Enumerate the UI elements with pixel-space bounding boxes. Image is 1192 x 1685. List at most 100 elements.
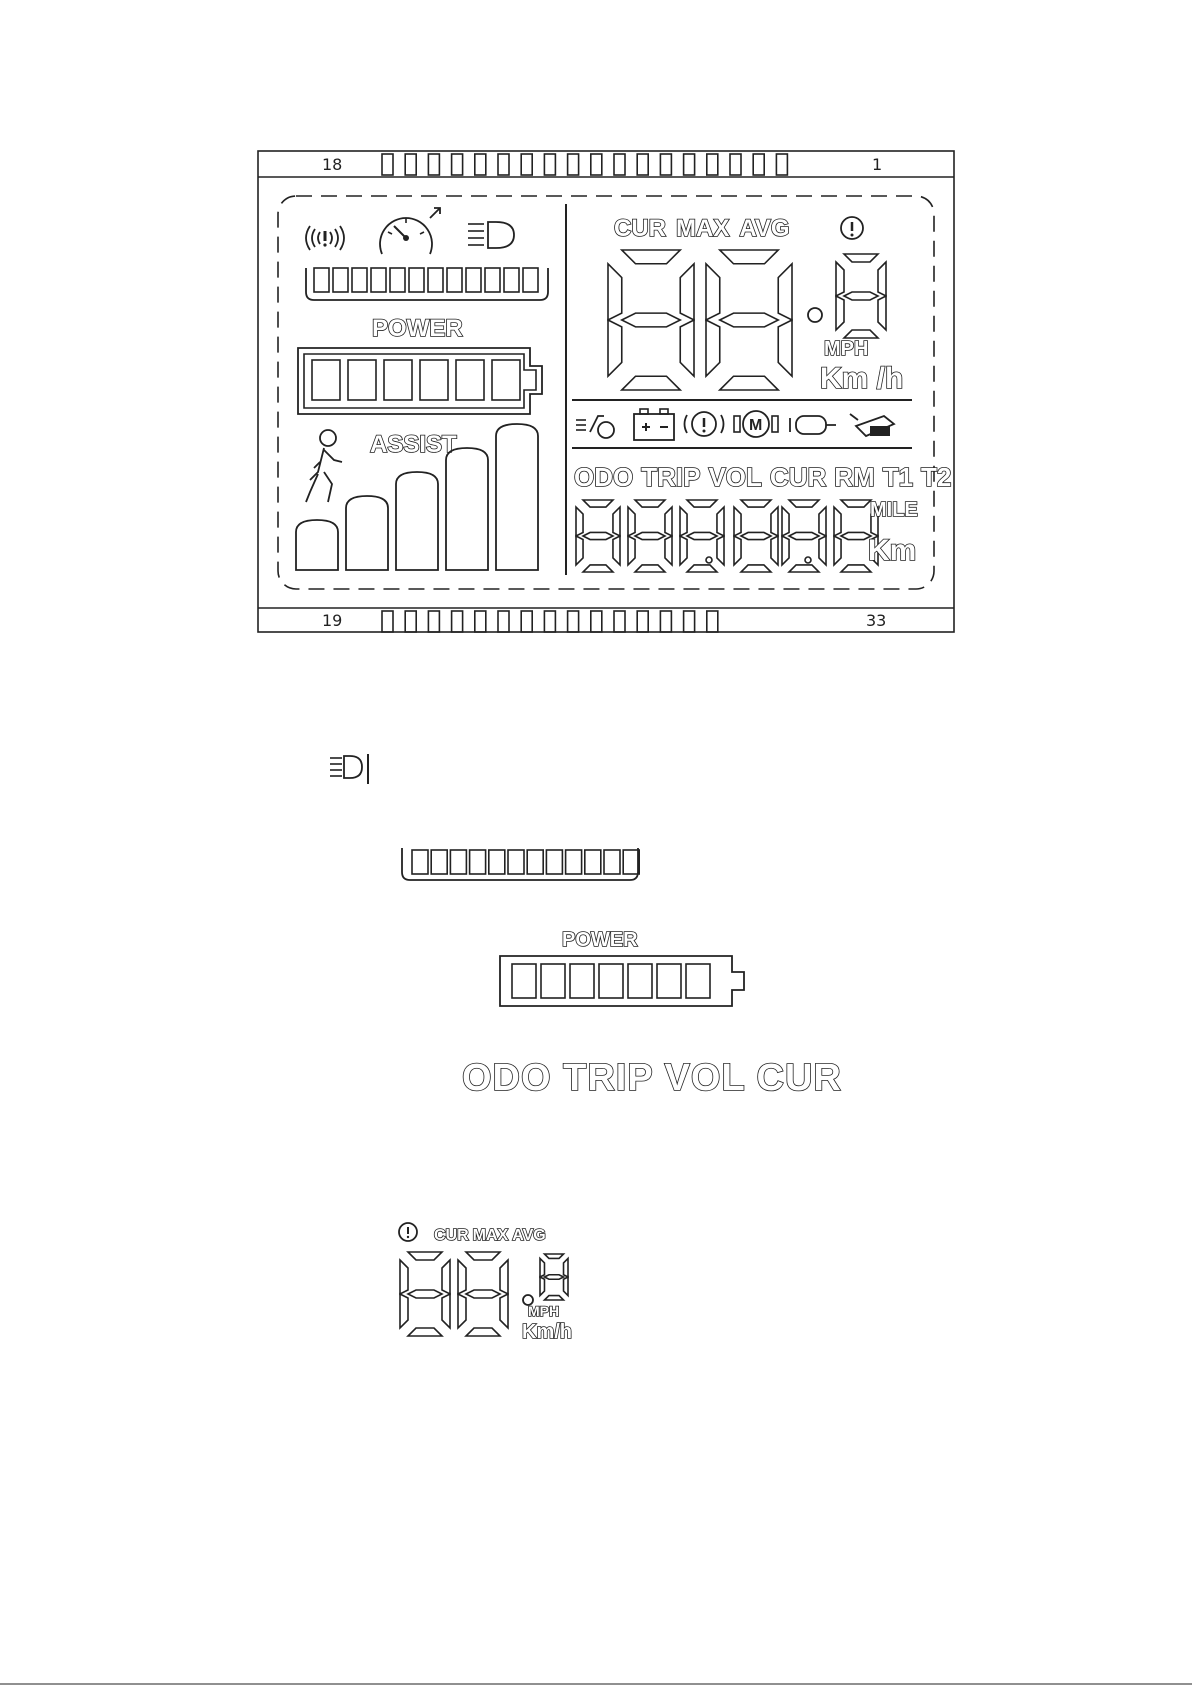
detail-battery-segment xyxy=(541,964,565,998)
odo-digit-segment xyxy=(687,532,717,539)
detail-power-label: POWER xyxy=(562,929,638,951)
top-pin xyxy=(660,154,671,175)
odo-digit-segment xyxy=(665,507,672,536)
power-bar-segment xyxy=(371,268,386,292)
unit-km: Km xyxy=(868,534,916,567)
top-pin xyxy=(776,154,787,175)
detail-speed-tenths-digit-segment xyxy=(544,1254,563,1258)
speed-tenths-digit-segment xyxy=(836,262,844,296)
assist-level-bar xyxy=(396,472,438,570)
power-bar-segment xyxy=(428,268,443,292)
odo-digit-segment xyxy=(717,507,724,536)
bottom-pin xyxy=(475,611,486,632)
unit-mile: MILE xyxy=(870,499,918,521)
brake-warning-icon xyxy=(685,412,724,436)
odo-digit-segment xyxy=(741,532,771,539)
power-bar-segment xyxy=(447,268,462,292)
detail-power-bar-segment xyxy=(489,850,505,874)
detail-battery-segment xyxy=(686,964,710,998)
bottom-pin xyxy=(544,611,555,632)
odo-digit-segment xyxy=(576,536,583,565)
detail-speed-digit-segment xyxy=(458,1260,466,1294)
signal-icon xyxy=(306,226,344,250)
speed-digit-segment xyxy=(680,264,694,320)
battery-segment xyxy=(348,360,376,400)
odo-digit-segment xyxy=(576,507,583,536)
bottom-pin xyxy=(521,611,532,632)
odo-mode-label: ODO xyxy=(574,462,633,492)
speed-tenths-digit-segment xyxy=(878,296,886,330)
battery-icon xyxy=(298,348,542,414)
throttle-icon xyxy=(790,416,836,434)
assist-label: ASSIST xyxy=(370,431,457,458)
bottom-pin xyxy=(684,611,695,632)
odo-digit-segment xyxy=(841,565,871,572)
speed-digit-segment xyxy=(720,250,778,264)
power-bar-frame xyxy=(306,268,548,300)
svg-text:M: M xyxy=(749,417,762,434)
detail-power-bar-segment xyxy=(546,850,562,874)
pin-label-33: 33 xyxy=(866,611,886,630)
pin-label-1: 1 xyxy=(872,155,882,174)
speed-mode-label: CUR xyxy=(614,215,666,242)
battery-segments xyxy=(312,360,520,400)
top-pin-row xyxy=(382,154,787,175)
detail-battery-segment xyxy=(657,964,681,998)
detail-odo-modes: ODO TRIP VOL CUR xyxy=(462,1057,842,1099)
pin-label-19: 19 xyxy=(322,611,342,630)
battery-segment xyxy=(420,360,448,400)
odo-digit-segment xyxy=(717,536,724,565)
odo-digit-segment xyxy=(687,565,717,572)
detail-unit-mph: MPH xyxy=(528,1303,559,1319)
detail-unit-kmh: Km/h xyxy=(522,1321,572,1343)
detail-battery-segment xyxy=(599,964,623,998)
odo-digit-segment xyxy=(680,536,687,565)
bottom-pin-row xyxy=(382,611,718,632)
power-bar-segment xyxy=(390,268,405,292)
speed-digit-segment xyxy=(778,264,792,320)
odo-digit-segment xyxy=(771,536,778,565)
detail-speed-tenths-digit-segment xyxy=(564,1277,568,1296)
detail-speed-digit-segment xyxy=(408,1328,442,1336)
speed-digit-segment xyxy=(706,264,720,320)
bottom-pin xyxy=(568,611,579,632)
detail-speed-digit-segment xyxy=(458,1294,466,1328)
motor-icon: M xyxy=(734,411,778,437)
odo-digit-segment xyxy=(635,565,665,572)
detail-power-bar xyxy=(402,848,639,880)
lcd-main-panel: 18 1 19 33 xyxy=(258,151,954,632)
detail-power-bar-segment xyxy=(604,850,620,874)
odo-digit-segment xyxy=(819,507,826,536)
odo-mode-label: CUR xyxy=(770,462,827,492)
detail-speed-mode-label: AVG xyxy=(512,1227,545,1244)
speed-digit-segment xyxy=(608,264,622,320)
bottom-pin xyxy=(591,611,602,632)
top-pin xyxy=(568,154,579,175)
speed-digit-segment xyxy=(706,320,720,376)
power-bar-segment xyxy=(466,268,481,292)
odo-digit-segment xyxy=(734,507,741,536)
odo-digit-segment xyxy=(841,532,871,539)
assist-level-bar xyxy=(346,496,388,570)
odo-digit-segment xyxy=(734,536,741,565)
speed-tenths-digit-segment xyxy=(844,254,878,262)
power-bar-segments xyxy=(314,268,538,292)
odo-digit-segment xyxy=(834,507,841,536)
odo-digit-segment xyxy=(635,500,665,507)
top-pin xyxy=(405,154,416,175)
odo-digit-segment xyxy=(628,507,635,536)
detail-speed-digit-segment xyxy=(442,1294,450,1328)
detail-speed-mode-label: MAX xyxy=(473,1227,509,1244)
detail-battery-segments xyxy=(512,964,710,998)
odo-mode-label: RM xyxy=(834,462,874,492)
odo-mode-label: TRIP xyxy=(641,462,700,492)
detail-headlight-icon xyxy=(330,754,368,784)
odo-decimal-1 xyxy=(706,557,712,563)
speed-tenths-digit-segment xyxy=(836,296,844,330)
assist-level-bar xyxy=(446,448,488,570)
speed-digit-segment xyxy=(622,250,680,264)
odo-digit-segment xyxy=(819,536,826,565)
top-pin xyxy=(452,154,463,175)
speed-digit-segment xyxy=(608,320,622,376)
